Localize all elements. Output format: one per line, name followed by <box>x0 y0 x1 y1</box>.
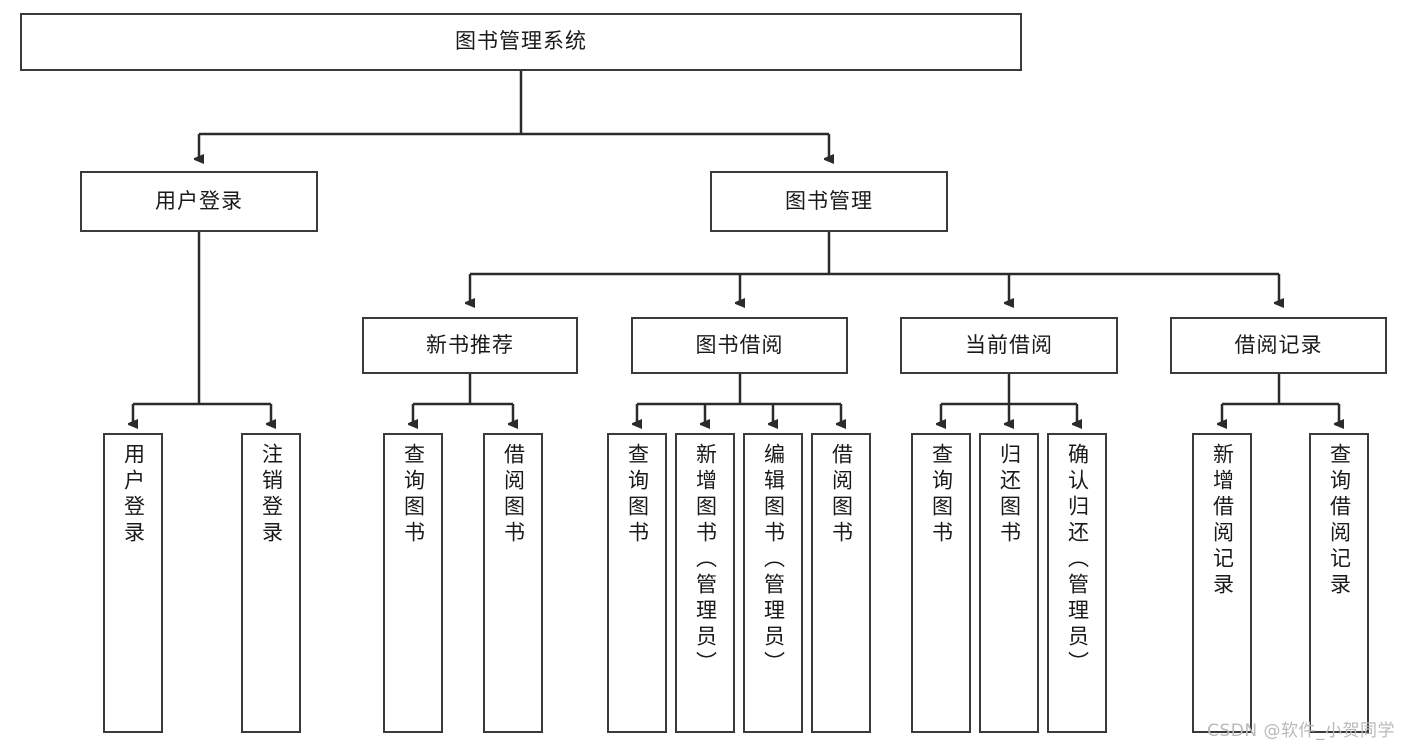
node-label: 归还图书 <box>997 443 1022 547</box>
node-label: 编辑图书（管理员） <box>761 443 786 677</box>
leaf-current-borrow-confirm-return[interactable]: 确认归还（管理员） <box>1047 433 1107 733</box>
node-current-borrow[interactable]: 当前借阅 <box>900 317 1118 374</box>
node-new-book-recommend[interactable]: 新书推荐 <box>362 317 578 374</box>
node-label: 用户登录 <box>155 188 243 213</box>
leaf-new-book-borrow[interactable]: 借阅图书 <box>483 433 543 733</box>
leaf-user-login-logout[interactable]: 注销登录 <box>241 433 301 733</box>
node-book-management[interactable]: 图书管理 <box>710 171 948 232</box>
node-label: 借阅图书 <box>829 443 854 547</box>
node-label: 新书推荐 <box>426 332 514 357</box>
node-label: 图书管理系统 <box>455 29 587 54</box>
node-label: 注销登录 <box>259 443 284 547</box>
node-label: 确认归还（管理员） <box>1065 443 1090 677</box>
node-label: 借阅记录 <box>1234 332 1323 357</box>
node-label: 借阅图书 <box>501 443 526 547</box>
node-label: 查询图书 <box>625 443 650 547</box>
leaf-book-borrow-query[interactable]: 查询图书 <box>607 433 667 733</box>
leaf-borrow-record-add[interactable]: 新增借阅记录 <box>1192 433 1252 733</box>
node-label: 新增借阅记录 <box>1210 443 1235 599</box>
node-user-login[interactable]: 用户登录 <box>80 171 318 232</box>
leaf-book-borrow-borrow[interactable]: 借阅图书 <box>811 433 871 733</box>
leaf-borrow-record-query[interactable]: 查询借阅记录 <box>1309 433 1369 733</box>
node-label: 新增图书（管理员） <box>693 443 718 677</box>
node-label: 图书管理 <box>785 188 873 213</box>
node-borrow-record[interactable]: 借阅记录 <box>1170 317 1387 374</box>
node-label: 当前借阅 <box>965 332 1053 357</box>
node-root-system[interactable]: 图书管理系统 <box>20 13 1022 71</box>
node-label: 图书借阅 <box>695 332 784 357</box>
watermark: CSDN @软件_小贺同学 <box>1207 721 1395 741</box>
node-label: 查询图书 <box>929 443 954 547</box>
node-label: 查询借阅记录 <box>1327 443 1352 599</box>
leaf-current-borrow-return[interactable]: 归还图书 <box>979 433 1039 733</box>
leaf-book-borrow-edit[interactable]: 编辑图书（管理员） <box>743 433 803 733</box>
leaf-book-borrow-add[interactable]: 新增图书（管理员） <box>675 433 735 733</box>
leaf-user-login-login[interactable]: 用户登录 <box>103 433 163 733</box>
node-label: 查询图书 <box>401 443 426 547</box>
leaf-new-book-query[interactable]: 查询图书 <box>383 433 443 733</box>
node-label: 用户登录 <box>121 443 146 547</box>
leaf-current-borrow-query[interactable]: 查询图书 <box>911 433 971 733</box>
node-book-borrow[interactable]: 图书借阅 <box>631 317 848 374</box>
